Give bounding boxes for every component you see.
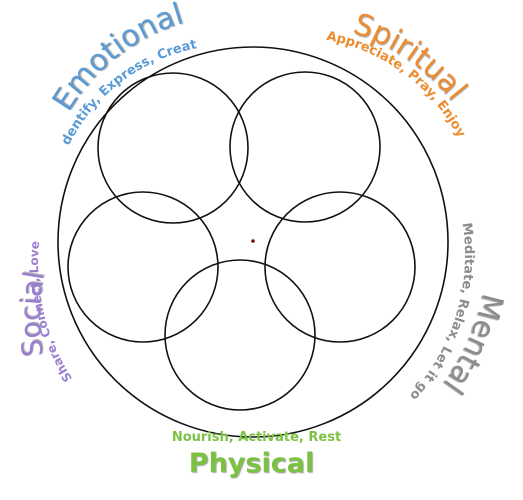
circle-spiritual (229, 71, 381, 223)
center-dot (251, 239, 255, 243)
outer-circle (57, 46, 449, 438)
circle-mental (264, 191, 416, 343)
physical-title: Physical (188, 448, 315, 479)
circle-social (67, 191, 219, 343)
social-title-text: Social (14, 269, 51, 359)
social-title: Social (14, 269, 51, 359)
circle-physical (164, 259, 316, 411)
circle-emotional (97, 72, 249, 224)
physical-subtitle: Nourish, Activate, Rest (171, 430, 342, 445)
